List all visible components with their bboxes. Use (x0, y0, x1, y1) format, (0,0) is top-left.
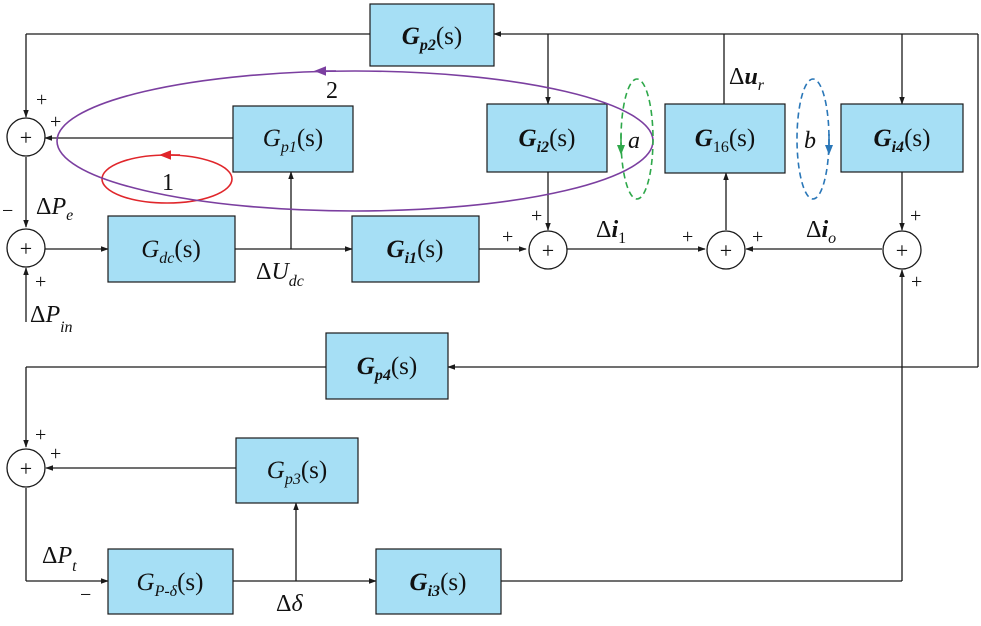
label-delta-pe: ΔPe (36, 194, 73, 224)
label-delta-pin: ΔPin (30, 302, 73, 336)
svg-text:Gi2(s): Gi2(s) (519, 125, 576, 156)
svg-text:Gi4(s): Gi4(s) (874, 125, 931, 156)
block-gp2: Gp2(s) (369, 3, 495, 67)
svg-text:−: − (80, 584, 91, 606)
svg-text:+: + (752, 226, 763, 248)
block-gp4: Gp4(s) (325, 332, 449, 400)
label-delta-pt: ΔPt (42, 543, 77, 575)
svg-text:+: + (20, 236, 32, 261)
sum-junction-middle: + (6, 228, 46, 268)
sum-junction-ur: + (706, 230, 746, 270)
label-delta-i1: Δi1 (596, 217, 626, 247)
signal-lines (23, 31, 979, 584)
svg-text:+: + (720, 238, 732, 263)
svg-text:+: + (50, 111, 61, 133)
svg-text:G16(s): G16(s) (695, 125, 755, 156)
svg-text:a: a (628, 128, 640, 154)
svg-text:1: 1 (162, 170, 174, 196)
block-gi1: Gi1(s) (351, 215, 480, 283)
svg-text:Gp2(s): Gp2(s) (402, 23, 462, 54)
svg-text:−: − (2, 200, 13, 222)
block-gpd: GP-δ(s) (107, 548, 234, 615)
loop-a: a (617, 78, 654, 200)
loop-b: b (796, 78, 833, 200)
svg-text:+: + (20, 456, 32, 481)
svg-text:Gp4(s): Gp4(s) (357, 353, 417, 384)
svg-text:+: + (682, 226, 693, 248)
svg-text:Gdc(s): Gdc(s) (141, 236, 201, 267)
label-delta-io: Δio (806, 217, 836, 247)
svg-text:Gi3(s): Gi3(s) (410, 569, 467, 600)
block-gi2: Gi2(s) (486, 103, 608, 173)
sum-junction-io: + (882, 230, 922, 270)
svg-text:+: + (531, 205, 542, 227)
label-delta-ur: Δur (729, 64, 765, 94)
sum-junction-i1: + (528, 230, 568, 270)
block-gp3: Gp3(s) (235, 437, 359, 504)
sum-junction-top: + (6, 117, 46, 157)
sum-junction-lower: + (6, 448, 46, 488)
svg-text:+: + (50, 443, 61, 465)
label-delta-delta: Δδ (276, 591, 303, 617)
svg-text:+: + (910, 205, 921, 227)
loop-1: 1 (101, 150, 233, 204)
svg-text:b: b (804, 128, 816, 154)
label-delta-udc: ΔUdc (256, 259, 304, 290)
block-g16: G16(s) (664, 103, 786, 174)
block-gdc: Gdc(s) (107, 215, 236, 283)
svg-text:+: + (502, 226, 513, 248)
svg-text:+: + (35, 424, 46, 446)
svg-text:Gp3(s): Gp3(s) (267, 457, 327, 488)
svg-text:+: + (911, 271, 922, 293)
svg-text:Gi1(s): Gi1(s) (387, 236, 444, 267)
block-gi3: Gi3(s) (375, 548, 502, 615)
block-gi4: Gi4(s) (840, 103, 964, 173)
svg-text:GP-δ(s): GP-δ(s) (137, 569, 204, 600)
block-gp1: Gp1(s) (232, 105, 354, 173)
svg-text:+: + (36, 89, 47, 111)
svg-text:+: + (20, 125, 32, 150)
junction-signs: + + − + + + − + + + + + + (2, 89, 922, 606)
svg-text:+: + (35, 271, 46, 293)
svg-text:+: + (896, 238, 908, 263)
svg-text:Gp1(s): Gp1(s) (263, 125, 323, 156)
svg-text:2: 2 (326, 78, 338, 104)
svg-text:+: + (542, 238, 554, 263)
